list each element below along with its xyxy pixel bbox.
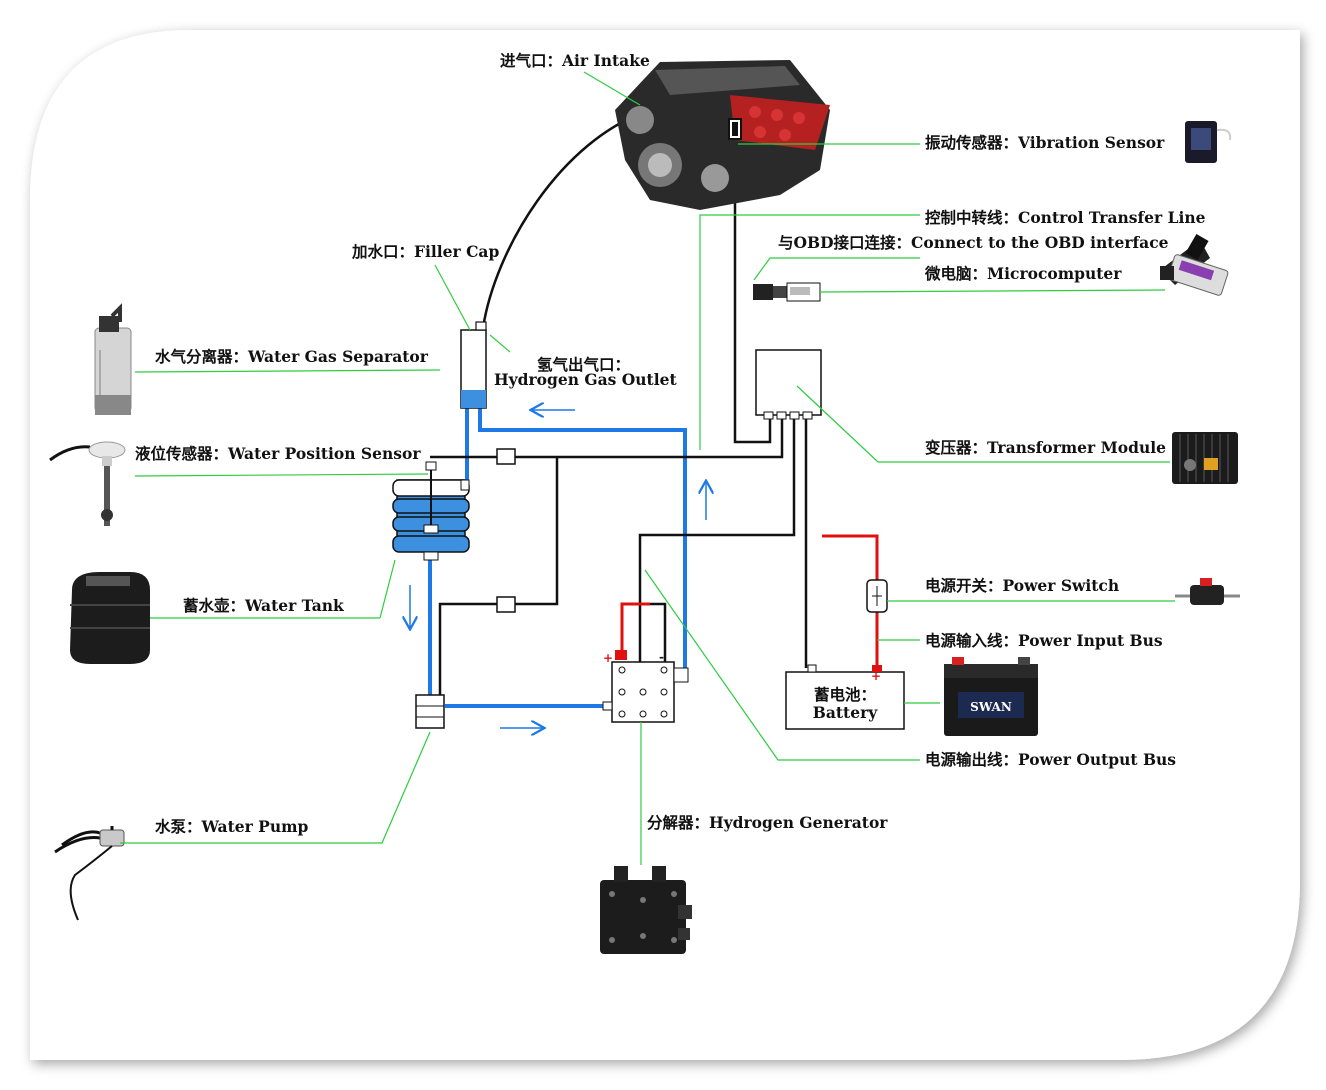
water-position-sensor-icon <box>49 441 126 526</box>
engine-icon <box>615 60 830 210</box>
hydrogen-generator-icon <box>600 866 692 954</box>
label-filler-cap: 加水口：Filler Cap <box>351 242 499 261</box>
water-lines <box>428 408 687 708</box>
label-hydrogen-outlet-cn: 氢气出气口： <box>537 355 630 374</box>
label-power-output-bus: 电源输出线：Power Output Bus <box>925 750 1176 769</box>
svg-text:+: + <box>603 651 613 665</box>
leader-lines <box>120 71 1175 865</box>
obd-module-icon <box>753 282 821 302</box>
sensor-wire <box>733 135 772 444</box>
battery: + 蓄电池： Battery <box>785 664 905 730</box>
flow-arrows <box>410 410 706 728</box>
svg-text:-: - <box>659 650 664 664</box>
label-control-transfer-line: 控制中转线：Control Transfer Line <box>925 208 1206 227</box>
battery-label-cn: 蓄电池： <box>814 685 876 704</box>
label-power-input-bus: 电源输入线：Power Input Bus <box>925 631 1163 650</box>
svg-text:SWAN: SWAN <box>970 700 1012 714</box>
label-transformer-module: 变压器：Transformer Module <box>925 438 1166 457</box>
water-tank <box>392 461 470 561</box>
label-power-switch: 电源开关：Power Switch <box>925 576 1119 595</box>
hydrogen-hose <box>481 108 651 329</box>
label-obd-connect: 与OBD接口连接：Connect to the OBD interface <box>778 233 1169 252</box>
water-pump <box>415 694 445 729</box>
transformer-module <box>755 349 822 420</box>
svg-text:+: + <box>871 669 881 683</box>
power-switch-icon <box>1175 578 1240 605</box>
transformer-module-icon <box>1172 432 1238 484</box>
label-water-gas-separator: 水气分离器：Water Gas Separator <box>155 347 429 366</box>
water-gas-separator <box>460 321 487 409</box>
water-tank-icon <box>70 572 150 664</box>
label-air-intake: 进气口：Air Intake <box>500 51 650 70</box>
microcomputer-icon <box>1160 254 1229 296</box>
label-water-pump: 水泵：Water Pump <box>155 817 309 836</box>
vibration-sensor-icon <box>1185 121 1232 163</box>
connector-block <box>496 448 516 465</box>
label-vibration-sensor: 振动传感器：Vibration Sensor <box>925 133 1165 152</box>
label-hydrogen-generator: 分解器：Hydrogen Generator <box>647 813 888 832</box>
label-water-tank: 蓄水壶：Water Tank <box>183 596 344 615</box>
hydrogen-generator: + - <box>602 650 689 723</box>
label-water-position-sensor: 液位传感器：Water Position Sensor <box>135 444 421 463</box>
card-background <box>30 30 1300 1060</box>
label-hydrogen-outlet-en: Hydrogen Gas Outlet <box>494 370 677 389</box>
power-switch <box>866 579 888 613</box>
battery-label-en: Battery <box>813 703 878 722</box>
water-pump-icon <box>54 826 125 921</box>
car-battery-icon: SWAN <box>944 657 1038 736</box>
label-microcomputer: 微电脑：Microcomputer <box>924 264 1122 283</box>
water-gas-separator-icon <box>94 303 132 415</box>
connector-block <box>496 596 516 613</box>
